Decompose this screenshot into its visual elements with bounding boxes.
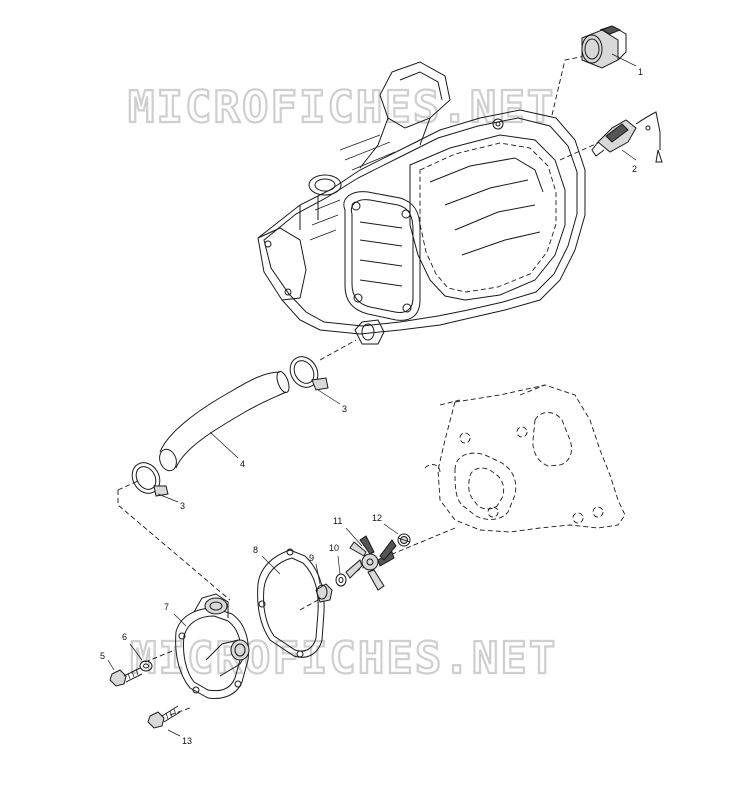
part-4-hose [159, 371, 290, 472]
part-9-seal [315, 583, 333, 603]
crankcase [424, 384, 626, 533]
callout-12: 12 [372, 513, 382, 523]
callout-labels: 1 2 3 4 3 5 6 7 8 9 10 11 12 13 [100, 67, 643, 746]
callout-10: 10 [329, 543, 339, 553]
part-8-gasket [257, 548, 325, 658]
callout-5: 5 [100, 651, 105, 661]
part-10-washer [335, 573, 347, 587]
callout-2: 2 [632, 164, 637, 174]
part-7-pump-cover [175, 593, 250, 699]
callout-6: 6 [122, 632, 127, 642]
part-2-sensor [591, 111, 663, 163]
callout-7: 7 [164, 602, 169, 612]
callout-11: 11 [333, 516, 342, 526]
part-6-washer [139, 660, 153, 672]
callout-8: 8 [253, 545, 258, 555]
watermark-bottom: MICROFICHES.NET [130, 633, 557, 684]
leader-lines [107, 53, 637, 737]
callout-1: 1 [638, 67, 643, 77]
assembly-lines [117, 54, 601, 716]
callout-13: 13 [182, 736, 192, 746]
part-1-fitting [581, 25, 627, 69]
part-13-bolt [147, 705, 181, 729]
callout-9: 9 [309, 553, 314, 563]
part-11-impeller [345, 535, 397, 591]
part-5-bolt [109, 667, 143, 687]
part-3-clamp-lower [131, 462, 169, 497]
callout-4: 4 [240, 459, 245, 469]
part-12-nut [397, 533, 411, 547]
part-3-clamp-upper [289, 356, 329, 391]
cylinder-head [257, 61, 586, 345]
callout-3-lower: 3 [180, 501, 185, 511]
callout-3-upper: 3 [342, 404, 347, 414]
watermark-top: MICROFICHES.NET [128, 82, 555, 133]
